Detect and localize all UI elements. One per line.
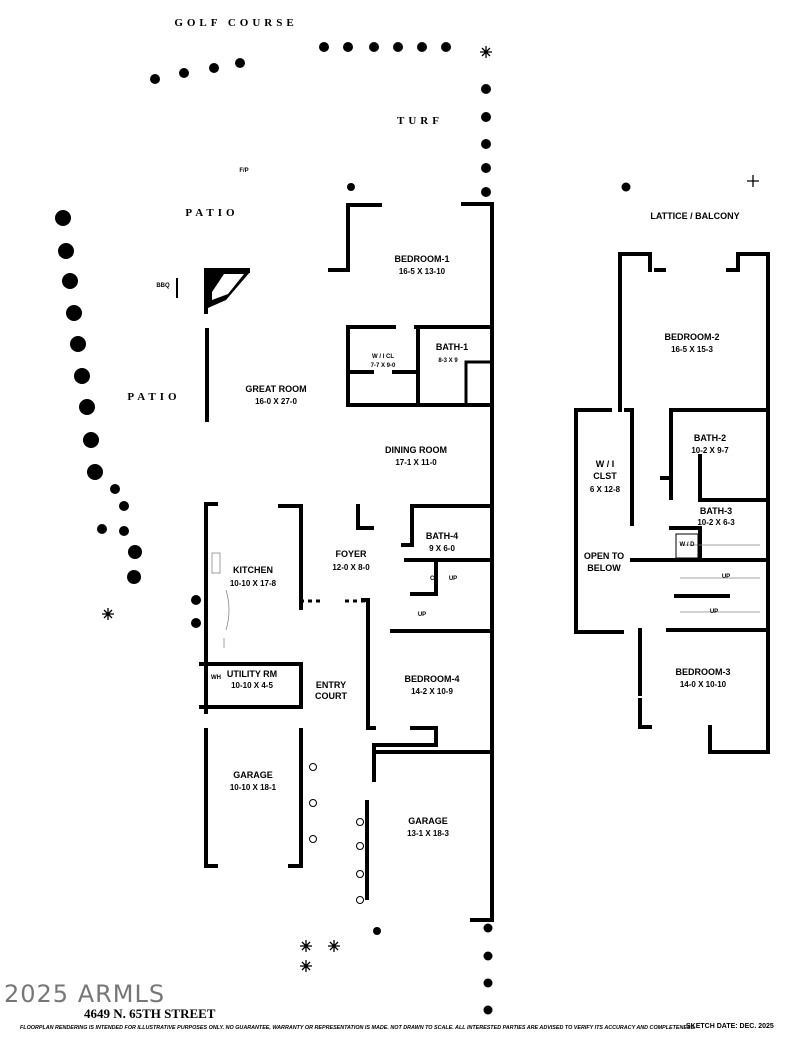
wiclst-label-1: W / I	[596, 459, 615, 469]
bedroom2-dim: 16-5 X 15-3	[671, 345, 713, 354]
kitchen-fixtures	[211, 552, 230, 648]
wicl-label: W / I CL	[372, 354, 394, 360]
bath2-dim: 10-2 X 9-7	[691, 446, 729, 455]
utility-room-label: UTILITY RM	[227, 669, 277, 679]
utility-room-dim: 10-10 X 4-5	[231, 681, 273, 690]
entry-court-line1: ENTRY	[316, 680, 346, 690]
entry-court-line2: COURT	[315, 691, 347, 701]
bedroom4-dim: 14-2 X 10-9	[411, 687, 453, 696]
bbq-label: BBQ	[156, 283, 170, 289]
disclaimer: FLOORPLAN RENDERING IS INTENDED FOR ILLU…	[20, 1025, 696, 1031]
foyer-dim: 12-0 X 8-0	[332, 563, 370, 572]
kitchen-label: KITCHEN	[233, 565, 273, 575]
bedroom4-label: BEDROOM-4	[404, 674, 459, 684]
fireplace	[204, 268, 250, 308]
patio-top-label: PATIO	[185, 207, 238, 219]
up-label-2: UP	[418, 612, 426, 618]
property-address: 4649 N. 65TH STREET	[84, 1006, 216, 1021]
wiclst-label-2: CLST	[593, 471, 617, 481]
turf-label: TURF	[397, 115, 443, 127]
garage-right-label: GARAGE	[408, 816, 448, 826]
golf-course-label: GOLF COURSE	[174, 17, 297, 29]
dining-room-label: DINING ROOM	[385, 445, 447, 455]
bedroom1-label: BEDROOM-1	[394, 254, 449, 264]
up-label-1: UP	[449, 576, 457, 582]
garage-left-label: GARAGE	[233, 770, 273, 780]
up-label-3: UP	[722, 574, 730, 580]
patio-left-label: PATIO	[127, 391, 180, 403]
great-room-label: GREAT ROOM	[245, 384, 306, 394]
tree-shrubs	[55, 210, 201, 628]
water-heater-label: WH	[211, 675, 221, 681]
wicl-dim: 7-7 X 9-0	[371, 363, 396, 369]
open-below-line2: BELOW	[587, 563, 621, 573]
hedge-dots	[150, 42, 631, 1015]
dining-room-dim: 17-1 X 11-0	[395, 458, 437, 467]
garage-right-dim: 13-1 X 18-3	[407, 829, 449, 838]
walkway-lights	[309, 763, 364, 904]
great-room-dim: 16-0 X 27-0	[255, 397, 297, 406]
lattice-balcony-label: LATTICE / BALCONY	[650, 211, 739, 221]
star-plants	[102, 46, 759, 972]
closet-label: CL	[430, 576, 438, 582]
garage-left-dim: 10-10 X 18-1	[230, 783, 277, 792]
fp-site-label: F/P	[239, 168, 248, 174]
bedroom2-label: BEDROOM-2	[664, 332, 719, 342]
up-label-4: UP	[710, 609, 718, 615]
sketch-date: SKETCH DATE: DEC. 2025	[686, 1023, 774, 1030]
bath2-label: BATH-2	[694, 433, 726, 443]
bath4-label: BATH-4	[426, 531, 458, 541]
open-below-line1: OPEN TO	[584, 551, 624, 561]
bath1-label: BATH-1	[436, 342, 468, 352]
bath3-dim: 10-2 X 6-3	[697, 518, 735, 527]
bath3-label: BATH-3	[700, 506, 732, 516]
bath4-dim: 9 X 6-0	[429, 544, 455, 553]
upper-floor-walls	[574, 252, 770, 754]
wiclst-dim: 6 X 12-8	[590, 485, 621, 494]
stair-lines	[675, 533, 760, 613]
main-house-walls	[199, 202, 494, 922]
kitchen-dim: 10-10 X 17-8	[230, 579, 277, 588]
foyer-label: FOYER	[335, 549, 367, 559]
watermark: 2025 ARMLS	[4, 980, 166, 1008]
bedroom3-dim: 14-0 X 10-10	[680, 680, 727, 689]
bedroom3-label: BEDROOM-3	[675, 667, 730, 677]
bath1-dim: 8-3 X 9	[438, 358, 458, 364]
bedroom1-dim: 16-5 X 13-10	[399, 267, 446, 276]
washer-dryer-label: W / D	[680, 542, 696, 548]
